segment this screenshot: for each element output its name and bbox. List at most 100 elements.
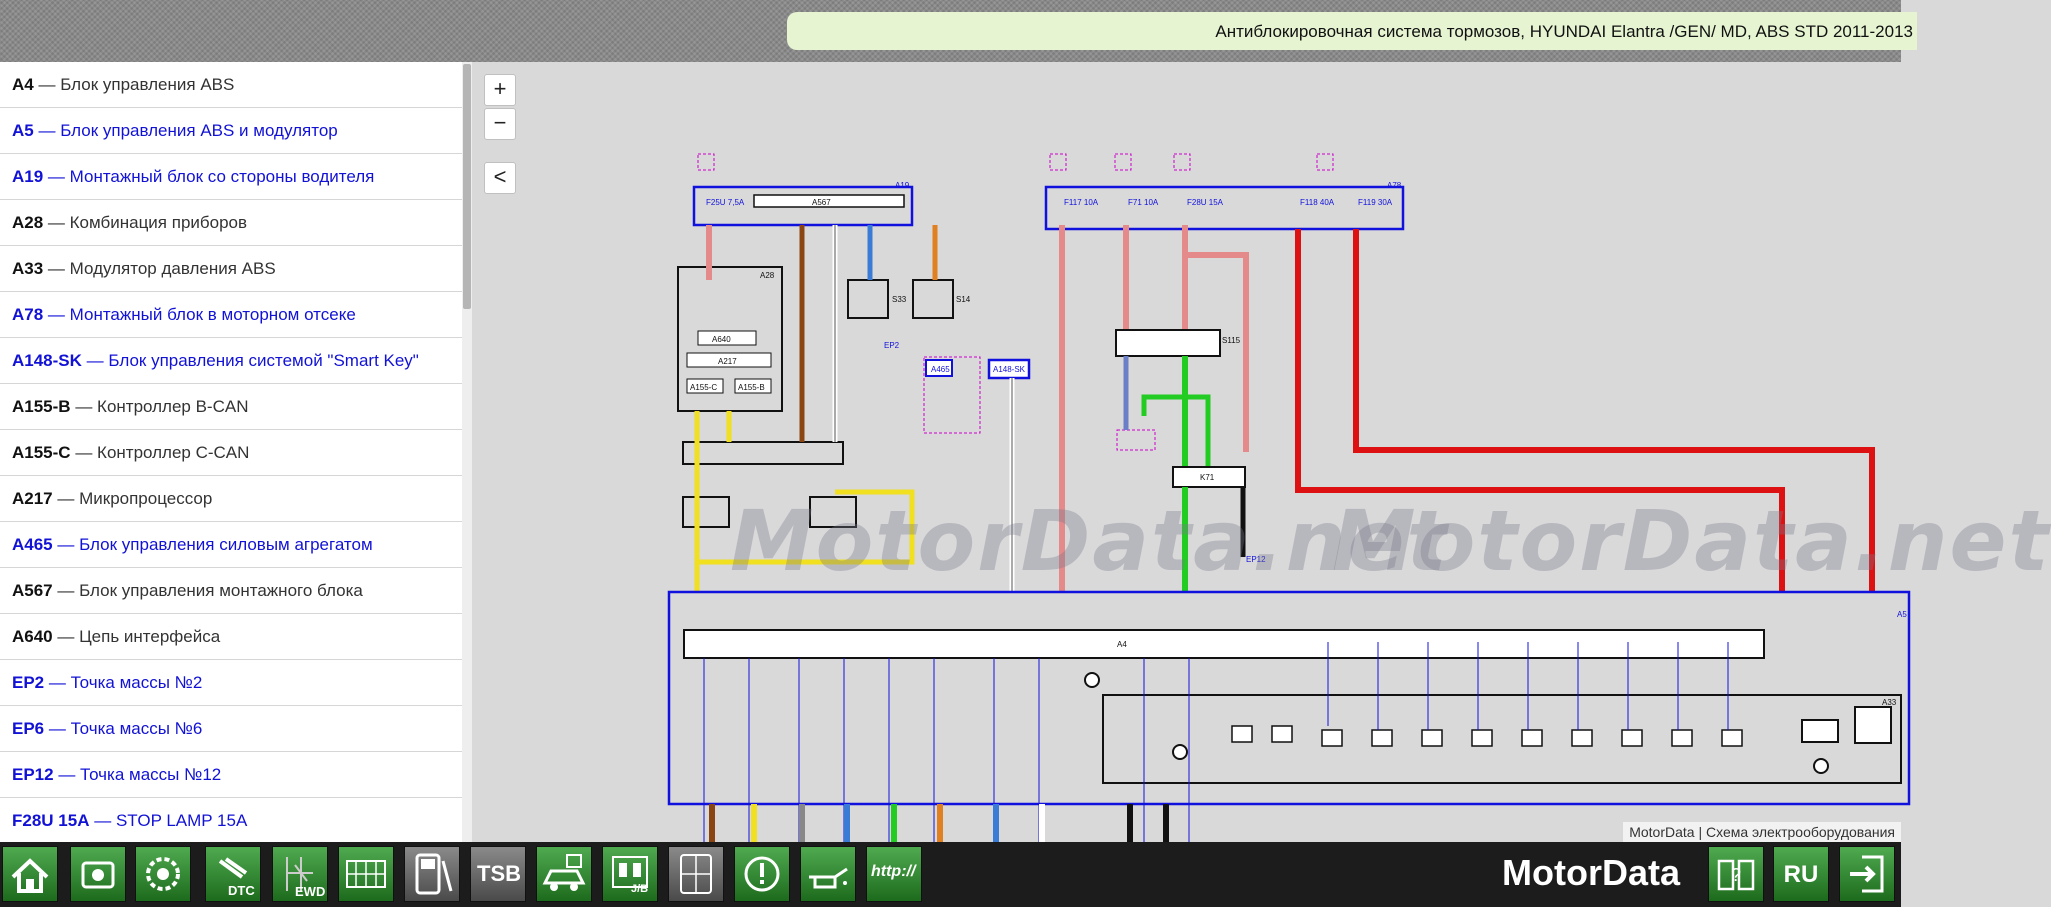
home-button[interactable] — [2, 846, 58, 902]
component-code: EP6 — [12, 719, 45, 738]
list-item[interactable]: A155-C — Контроллер C-CAN — [0, 430, 472, 476]
collapse-sidebar-button[interactable]: < — [484, 162, 516, 194]
jb-label: J/B — [631, 883, 649, 895]
component-name: Модулятор давления ABS — [69, 259, 276, 278]
separator: — — [43, 213, 70, 232]
wiring-icon — [286, 857, 313, 891]
component-code: A640 — [12, 627, 53, 646]
help-book-icon: ? — [1717, 859, 1755, 891]
junction-block-button[interactable]: J/B — [602, 846, 658, 902]
separator: — — [33, 75, 61, 94]
component-name: STOP LAMP 15A — [115, 811, 248, 830]
component-code: F28U 15A — [12, 811, 90, 830]
pinout-button[interactable] — [668, 846, 724, 902]
list-item[interactable]: A4 — Блок управления ABS — [0, 62, 472, 108]
component-name: Блок управления ABS и модулятор — [60, 121, 338, 140]
label-a640: A640 — [712, 335, 731, 344]
component-name: Блок управления системой "Smart Key" — [108, 351, 419, 370]
zoom-in-button[interactable]: + — [484, 74, 516, 106]
oil-button[interactable] — [800, 846, 856, 902]
gear-button[interactable] — [135, 846, 191, 902]
top-bar: Антиблокировочная система тормозов, HYUN… — [0, 0, 1917, 62]
http-button[interactable]: http:// — [866, 846, 922, 902]
component-code: A4 — [12, 75, 34, 94]
label-s33: S33 — [892, 295, 907, 304]
help-button[interactable]: ? — [1708, 846, 1764, 902]
list-item[interactable]: F28U 15A — STOP LAMP 15A — [0, 798, 472, 844]
vehicle-select-button[interactable] — [70, 846, 126, 902]
list-item[interactable]: A78 — Монтажный блок в моторном отсеке — [0, 292, 472, 338]
separator: — — [53, 765, 81, 784]
fuse-f28: F28U 15A — [1187, 198, 1224, 207]
label-a33: A33 — [1882, 698, 1897, 707]
warning-button[interactable] — [734, 846, 790, 902]
fuse-f25: F25U 7,5A — [706, 198, 745, 207]
list-item[interactable]: EP12 — Точка массы №12 — [0, 752, 472, 798]
list-item[interactable]: A33 — Модулятор давления ABS — [0, 246, 472, 292]
separator: — — [52, 581, 80, 600]
list-item[interactable]: A28 — Комбинация приборов — [0, 200, 472, 246]
component-name: Точка массы №12 — [80, 765, 222, 784]
brand-logo: MotorData — [1502, 852, 1680, 893]
tsb-button[interactable]: TSB — [470, 846, 526, 902]
list-item[interactable]: A217 — Микропроцессор — [0, 476, 472, 522]
bottom-toolbar: DTC EWD TSB J/B http:// MotorData ? RU — [0, 842, 1901, 907]
component-code: A33 — [12, 259, 44, 278]
scrollbar-thumb[interactable] — [463, 64, 471, 309]
label-a155c: A155-C — [690, 383, 717, 392]
engine-icon — [81, 861, 115, 889]
list-item[interactable]: EP6 — Точка массы №6 — [0, 706, 472, 752]
multimeter-button[interactable] — [404, 846, 460, 902]
list-item[interactable]: A567 — Блок управления монтажного блока — [0, 568, 472, 614]
component-code: A19 — [12, 167, 44, 186]
list-item[interactable]: A640 — Цепь интерфейса — [0, 614, 472, 660]
component-code: A78 — [12, 305, 44, 324]
label-a155b: A155-B — [738, 383, 765, 392]
fuse-box-icon — [612, 856, 648, 888]
component-code: A155-C — [12, 443, 71, 462]
label-a4: A4 — [1117, 640, 1127, 649]
separator: — — [70, 443, 98, 462]
component-name: Блок управления силовым агрегатом — [79, 535, 373, 554]
http-label: http:// — [871, 863, 916, 880]
separator: — — [52, 489, 80, 508]
separator: — — [52, 535, 80, 554]
component-code: A217 — [12, 489, 53, 508]
list-item[interactable]: A19 — Монтажный блок со стороны водителя — [0, 154, 472, 200]
fuse-f118: F118 40A — [1300, 198, 1335, 207]
list-item[interactable]: A465 — Блок управления силовым агрегатом — [0, 522, 472, 568]
language-button[interactable]: RU — [1773, 846, 1829, 902]
wiring-diagram[interactable]: A19 A78 F25U 7,5A F117 10A F71 10A F28U … — [472, 62, 2049, 842]
exit-button[interactable] — [1839, 846, 1895, 902]
component-name: Контроллер C-CAN — [97, 443, 250, 462]
list-item[interactable]: A5 — Блок управления ABS и модулятор — [0, 108, 472, 154]
fuse-f119: F119 30A — [1358, 198, 1393, 207]
sidebar-scrollbar[interactable] — [462, 62, 472, 842]
home-icon — [11, 858, 49, 893]
dtc-label: DTC — [228, 883, 255, 898]
page-title: Антиблокировочная система тормозов, HYUN… — [1215, 22, 1913, 41]
list-item[interactable]: A155-B — Контроллер B-CAN — [0, 384, 472, 430]
connectors-button[interactable] — [338, 846, 394, 902]
component-name: Цепь интерфейса — [79, 627, 221, 646]
watermark: MotorData.net — [1332, 492, 2051, 590]
language-label: RU — [1783, 861, 1819, 888]
separator: — — [44, 673, 71, 692]
label-s115: S115 — [1222, 336, 1241, 345]
dtc-icon — [218, 857, 248, 879]
list-item[interactable]: A148-SK — Блок управления системой "Smar… — [0, 338, 472, 384]
ewd-button[interactable]: EWD — [272, 846, 328, 902]
list-item[interactable]: EP2 — Точка массы №2 — [0, 660, 472, 706]
label-ep2: EP2 — [884, 341, 900, 350]
schematic[interactable]: A19 A78 F25U 7,5A F117 10A F71 10A F28U … — [472, 62, 1911, 842]
separator: — — [43, 305, 70, 324]
component-code: A465 — [12, 535, 53, 554]
label-a567: A567 — [812, 198, 831, 207]
car-service-button[interactable] — [536, 846, 592, 902]
zoom-out-button[interactable]: − — [484, 108, 516, 140]
component-name: Точка массы №6 — [70, 719, 203, 738]
dtc-button[interactable]: DTC — [205, 846, 261, 902]
separator: — — [43, 259, 70, 278]
copyright-note: MotorData | Схема электрооборудования — [1623, 822, 1901, 842]
